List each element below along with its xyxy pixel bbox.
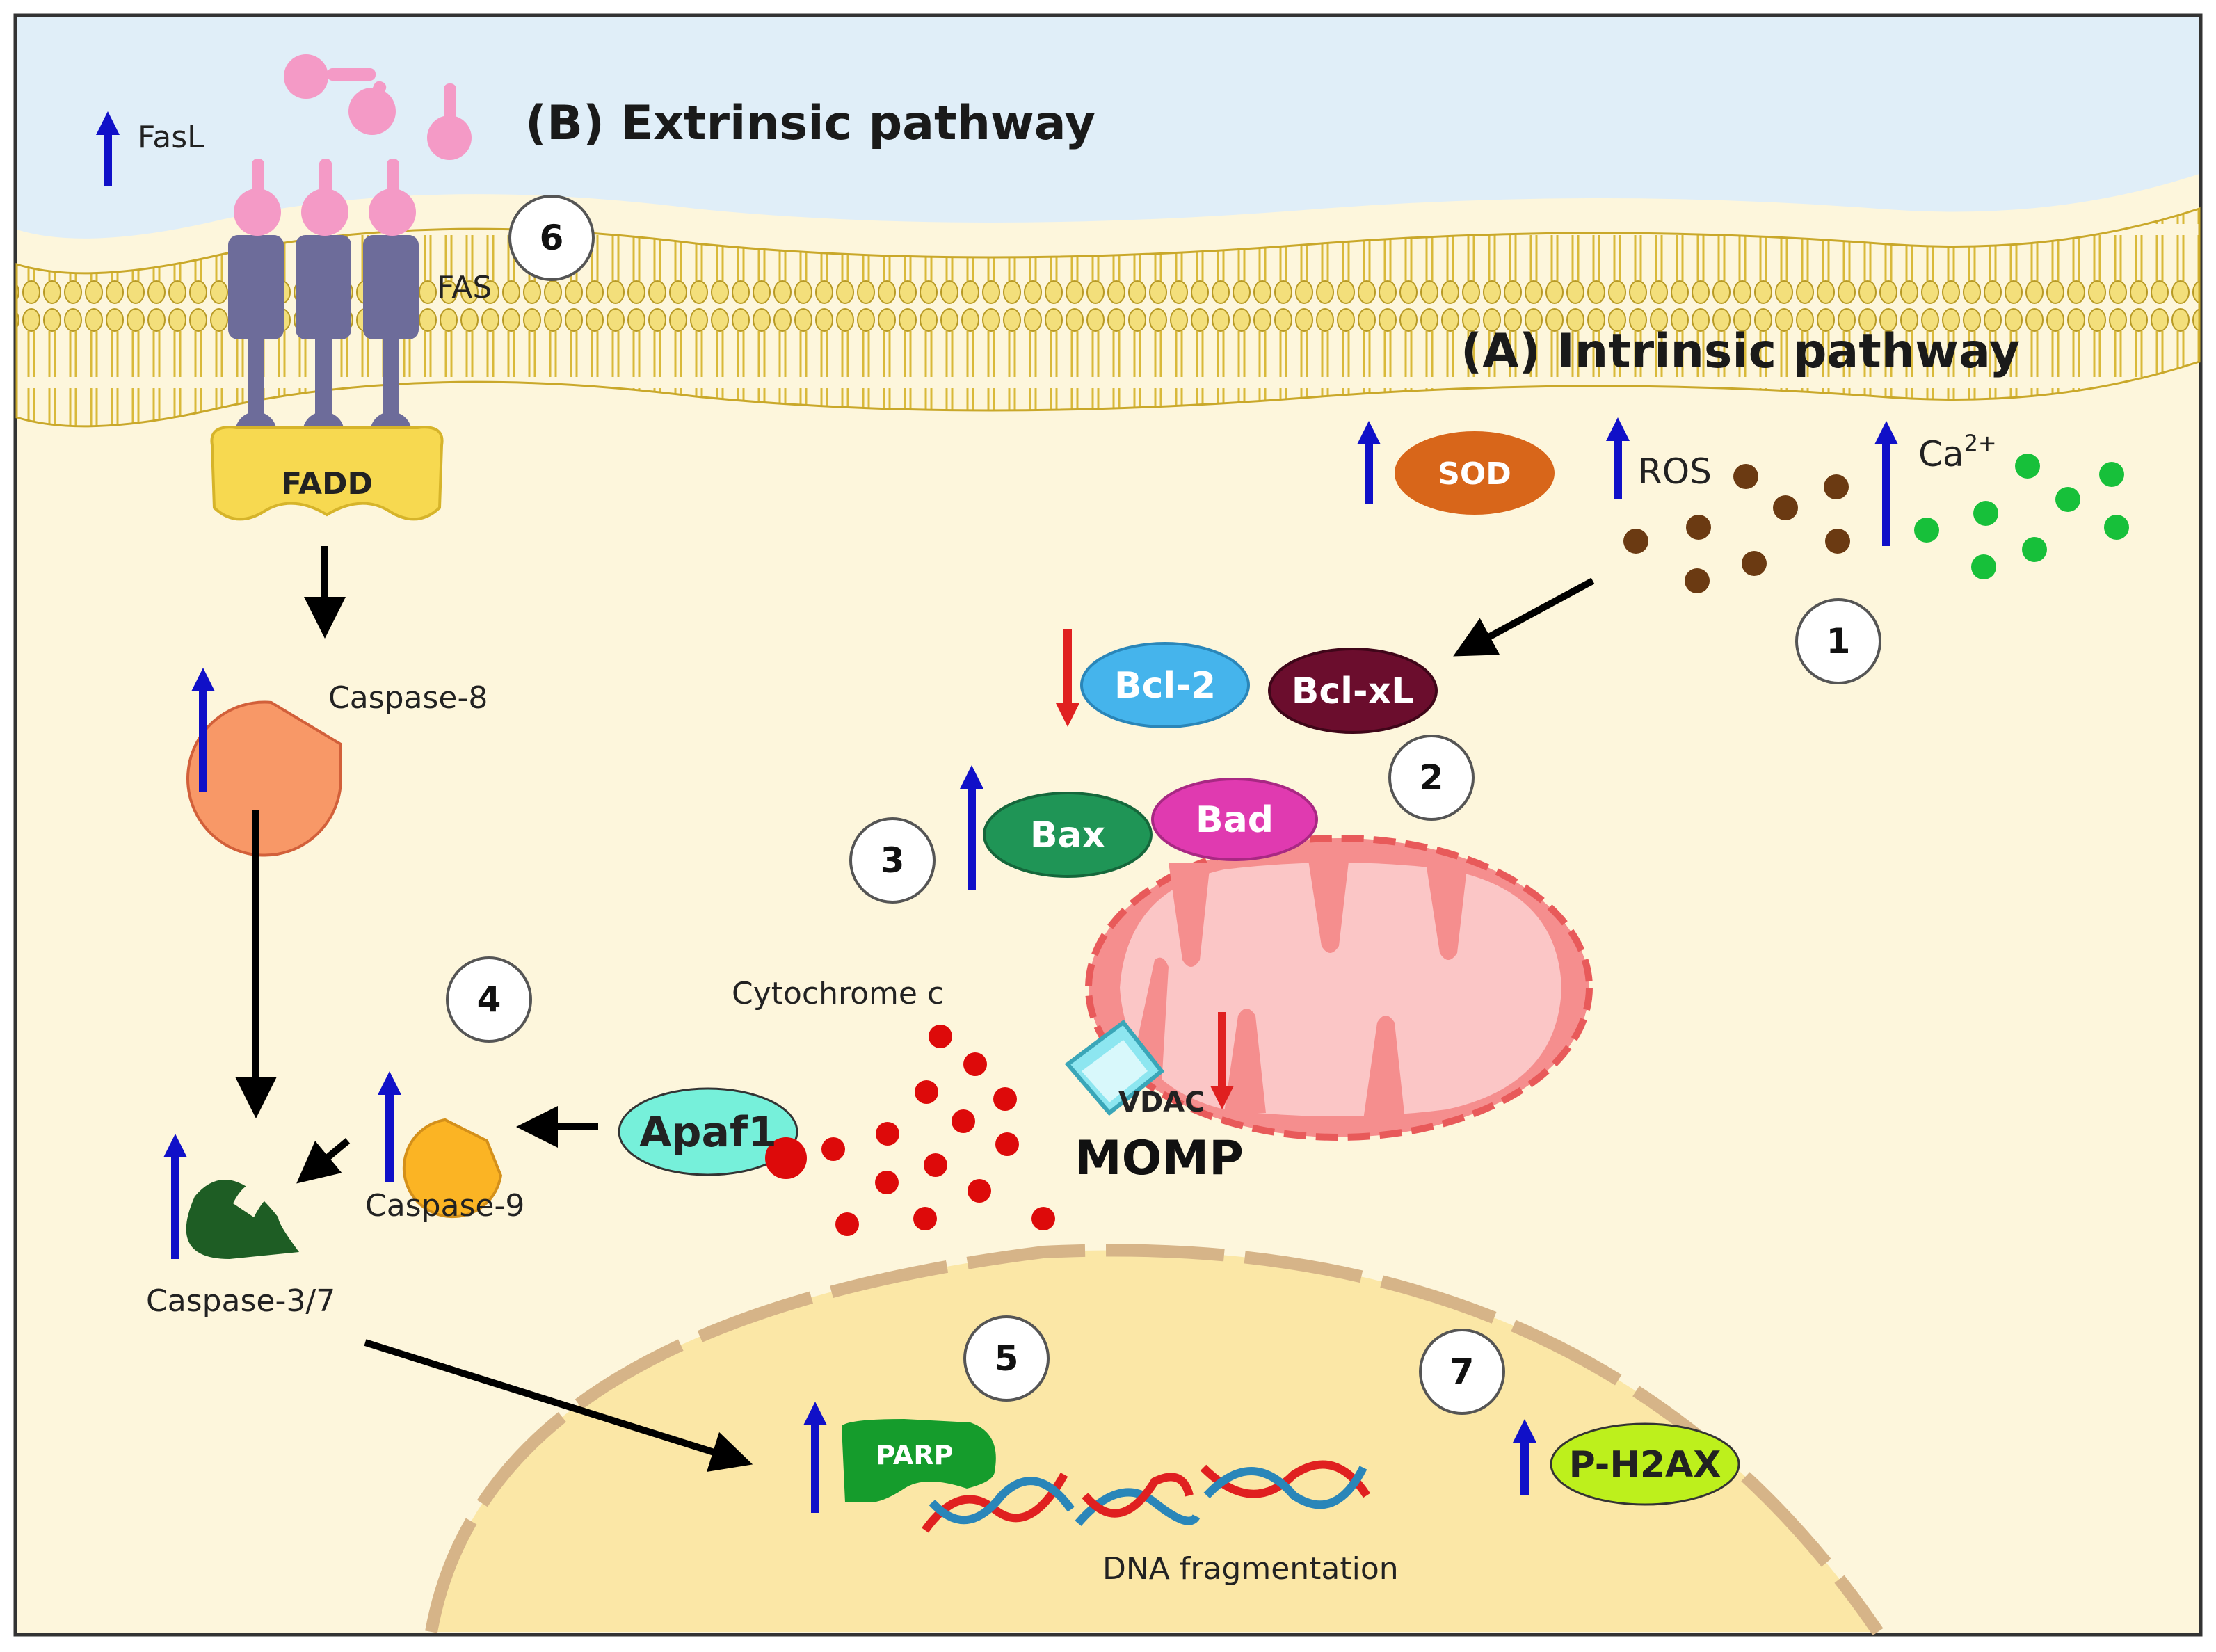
bcl-xl-shape — [1268, 648, 1438, 734]
sod-shape — [1395, 431, 1555, 515]
bad-label: Bad — [1196, 799, 1274, 841]
caspase-8-up-arrow — [191, 668, 215, 792]
dna-fragments — [922, 1460, 1371, 1533]
calcium-particles — [1914, 454, 2129, 579]
momp-down-arrow — [1210, 1012, 1234, 1109]
step-number: 1 — [1826, 621, 1851, 661]
step-marker-6: 6 — [508, 195, 595, 281]
bax-label: Bax — [1030, 815, 1105, 856]
bcl-2-down-arrow — [1056, 629, 1079, 727]
p-h2ax-shape — [1550, 1422, 1740, 1506]
ca-label: Ca2+ — [1918, 430, 1997, 474]
fasl-up-arrow — [96, 111, 120, 186]
step-marker-1: 1 — [1795, 598, 1881, 684]
caspase-37-label: Caspase-3/7 — [146, 1283, 335, 1319]
bcl-2-label: Bcl-2 — [1114, 665, 1216, 707]
ros-label: ROS — [1638, 451, 1712, 492]
step-marker-2: 2 — [1388, 735, 1475, 821]
step-number: 4 — [477, 979, 501, 1020]
pathway-arrows — [235, 546, 1595, 1473]
bad-shape — [1151, 778, 1318, 861]
step-marker-5: 5 — [963, 1315, 1050, 1402]
momp-label: MOMP — [1075, 1131, 1244, 1186]
ca-up-arrow — [1874, 421, 1898, 546]
caspase-37-up-arrow — [163, 1134, 187, 1259]
caspase-9-shape — [402, 1118, 503, 1219]
regulation-arrows — [96, 111, 1898, 1513]
fadd-adaptor — [210, 426, 444, 521]
apaf1-binding-dot — [765, 1137, 807, 1179]
fasl-ligands — [234, 54, 472, 236]
step-number: 2 — [1420, 757, 1444, 798]
bcl-2-shape — [1080, 642, 1250, 728]
parp-up-arrow — [803, 1402, 827, 1513]
ros-particles — [1623, 464, 1850, 593]
caspase-8-shape — [186, 700, 342, 857]
p-h2ax-up-arrow — [1513, 1419, 1536, 1495]
caspase-9-up-arrow — [378, 1071, 401, 1182]
mitochondrion — [1085, 835, 1593, 1141]
caspase-37-shape — [186, 1180, 299, 1259]
caspase-8-label: Caspase-8 — [328, 680, 488, 716]
fadd-label: FADD — [281, 466, 373, 502]
apaf1-shape — [618, 1087, 798, 1176]
dna-fragmentation-label: DNA fragmentation — [1102, 1551, 1399, 1587]
cytochrome-c-label: Cytochrome c — [732, 976, 944, 1011]
intrinsic-pathway-title: (A) Intrinsic pathway — [1461, 324, 2020, 379]
nuclear-envelope — [425, 1244, 1884, 1636]
caspase-9-label: Caspase-9 — [365, 1188, 524, 1224]
fas-label: FAS — [437, 270, 492, 305]
step-number: 3 — [881, 840, 905, 881]
extracellular-space — [17, 17, 2199, 239]
step-number: 5 — [995, 1338, 1019, 1379]
p-h2ax-label: P-H2AX — [1569, 1444, 1721, 1486]
step-markers: 1 2 3 4 5 6 7 — [446, 195, 1881, 1415]
sod-label: SOD — [1438, 456, 1511, 492]
apaf1-label: Apaf1 — [639, 1108, 777, 1157]
vdac-channel — [1064, 1019, 1165, 1116]
step-number: 6 — [540, 218, 564, 258]
ros-up-arrow — [1606, 417, 1630, 499]
parp-label: PARP — [876, 1440, 954, 1470]
bcl-xl-label: Bcl-xL — [1292, 671, 1415, 712]
sod-up-arrow — [1357, 421, 1381, 504]
step-marker-4: 4 — [446, 956, 532, 1043]
step-number: 7 — [1450, 1352, 1475, 1392]
bax-shape — [983, 792, 1153, 878]
step-marker-3: 3 — [849, 817, 936, 904]
fas-receptors — [228, 235, 419, 454]
step-marker-7: 7 — [1419, 1329, 1505, 1415]
nucleus — [431, 1250, 1878, 1632]
parp-shape — [842, 1419, 996, 1502]
vdac-label: VDAC — [1118, 1086, 1205, 1118]
cytochrome-c-particles — [821, 1025, 1055, 1236]
bax-up-arrow — [960, 765, 983, 890]
extrinsic-pathway-title: (B) Extrinsic pathway — [525, 96, 1095, 151]
fasl-label: FasL — [138, 120, 204, 155]
